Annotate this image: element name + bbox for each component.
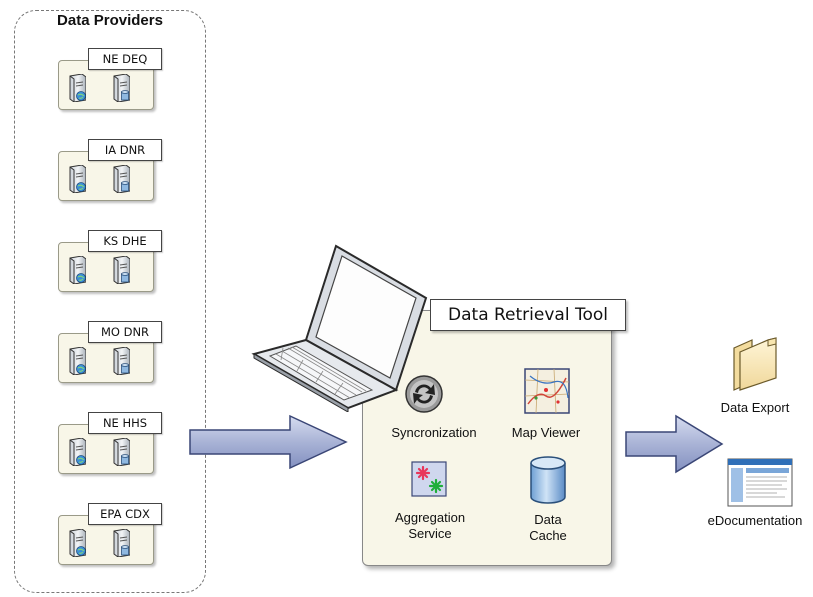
web-server-icon (69, 256, 86, 284)
output-arrow (625, 414, 724, 474)
service-label-map-viewer: Map Viewer (511, 425, 581, 440)
tool-title: Data Retrieval Tool (430, 299, 626, 331)
providers-title: Data Providers (57, 12, 163, 29)
provider-label: NE HHS (88, 412, 162, 434)
output-label-data-export: Data Export (720, 400, 790, 415)
database-icon (530, 456, 566, 504)
web-server-icon (69, 165, 86, 193)
database-server-icon (113, 529, 130, 557)
database-server-icon (113, 74, 130, 102)
sync-icon (405, 375, 443, 413)
provider-label: EPA CDX (88, 503, 162, 525)
service-label-syncronization: Syncronization (391, 425, 477, 440)
web-server-icon (69, 529, 86, 557)
provider-label: KS DHE (88, 230, 162, 252)
database-server-icon (113, 347, 130, 375)
web-server-icon (69, 438, 86, 466)
database-server-icon (113, 438, 130, 466)
database-server-icon (113, 165, 130, 193)
provider-label: IA DNR (88, 139, 162, 161)
map-icon (524, 368, 570, 414)
laptop-icon (251, 244, 428, 412)
aggregation-icon (411, 461, 447, 497)
folder-icon (733, 337, 777, 391)
provider-label: MO DNR (88, 321, 162, 343)
provider-label: NE DEQ (88, 48, 162, 70)
web-server-icon (69, 347, 86, 375)
database-server-icon (113, 256, 130, 284)
input-arrow (189, 414, 348, 470)
providers-group-frame (14, 10, 206, 593)
service-label-data-cache: Data Cache (529, 512, 567, 543)
service-label-aggregation-service: Aggregation Service (394, 510, 466, 541)
output-label-edocumentation: eDocumentation (707, 513, 803, 528)
document-window-icon (727, 458, 793, 507)
web-server-icon (69, 74, 86, 102)
